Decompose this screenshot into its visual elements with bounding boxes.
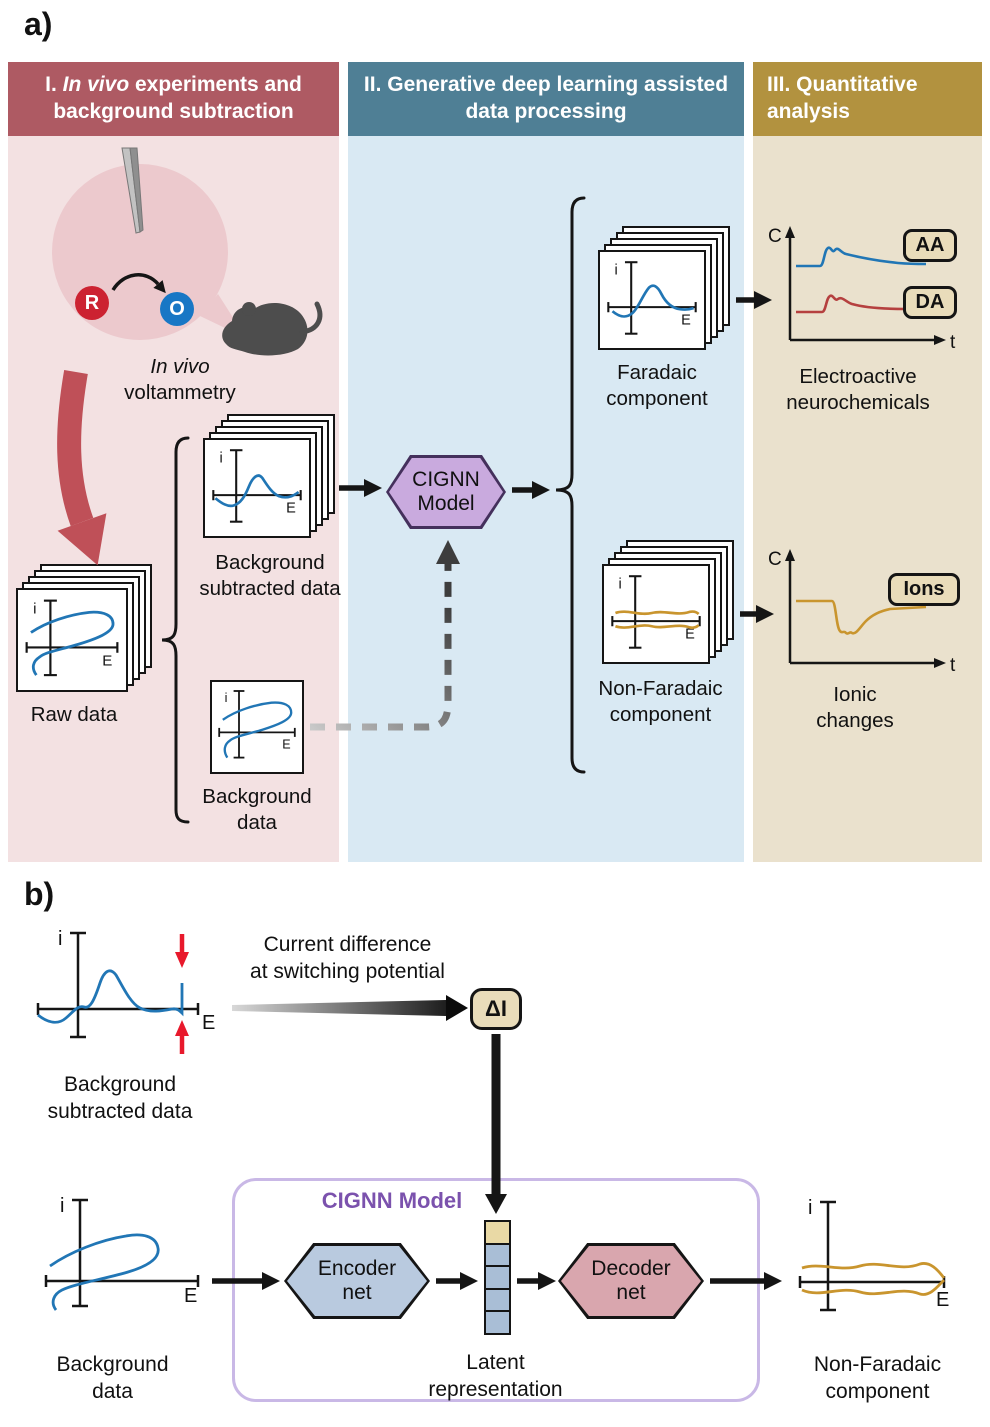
ionic-time-plot: C t xyxy=(768,549,956,676)
i-axis-label: i xyxy=(58,928,62,950)
t-axis-arrowhead xyxy=(934,658,946,668)
bg-subtracted-curve xyxy=(37,969,184,1024)
bg-data-plot: i E xyxy=(210,680,304,774)
decoder-text: Decoder net xyxy=(591,1256,671,1304)
decoder-hexagon: Decoder net xyxy=(558,1243,704,1319)
bg-subtracted-plot-stack: i E xyxy=(203,414,335,538)
faradaic-plot-stack: i E xyxy=(598,226,730,350)
b-bg-data-plot: i E xyxy=(44,1195,200,1311)
plot-axes xyxy=(212,449,302,523)
t-axis-arrowhead xyxy=(934,335,946,345)
encoder-hexagon: Encoder net xyxy=(284,1243,430,1319)
i-axis-label: i xyxy=(33,601,36,618)
e-axis-label: E xyxy=(184,1285,197,1307)
t-axis-label: t xyxy=(950,655,956,676)
cv-curve xyxy=(222,701,293,759)
section-3-header: III. Quantitative analysis xyxy=(753,62,982,136)
c-axis-arrowhead xyxy=(785,549,795,561)
aa-trace xyxy=(796,246,927,268)
latent-label: Latent representation xyxy=(428,1351,563,1401)
i-axis-label: i xyxy=(619,577,622,593)
ionic-label: Ionic changes xyxy=(816,683,894,733)
section-2-header: II. Generative deep learning assisted da… xyxy=(348,62,744,136)
latent-cell xyxy=(484,1242,511,1268)
non-faradaic-plot-stack: i E xyxy=(602,540,734,664)
cv-curve xyxy=(49,1233,160,1311)
b-bg-data-label: Background data xyxy=(56,1353,169,1403)
e-axis-label: E xyxy=(286,501,296,517)
i-axis-label: i xyxy=(225,691,228,705)
neurochemicals-time-plot: C t xyxy=(768,226,956,353)
non-faradaic-lower-curve xyxy=(801,1279,945,1296)
plot-axes xyxy=(607,261,697,335)
section-1-header: I. In vivo experiments and background su… xyxy=(8,62,339,136)
e-axis-label: E xyxy=(102,653,112,670)
c-axis-arrowhead xyxy=(785,226,795,238)
cignn-model-hexagon: CIGNN Model xyxy=(386,455,506,529)
latent-cell-delta xyxy=(484,1220,511,1245)
da-trace xyxy=(796,294,926,314)
t-axis-label: t xyxy=(950,332,956,353)
e-axis-label: E xyxy=(282,738,290,752)
raw-data-plot: i E xyxy=(25,599,119,677)
electroactive-label: Electroactive neurochemicals xyxy=(786,365,930,415)
non-faradaic-label: Non-Faradaic component xyxy=(598,677,723,727)
plot-axes xyxy=(788,236,936,342)
i-axis-label: i xyxy=(220,451,223,467)
bg-subtracted-plot: i E xyxy=(212,449,302,523)
latent-representation xyxy=(484,1220,511,1335)
non-faradaic-lower-curve xyxy=(614,624,700,630)
faradaic-plot: i E xyxy=(607,261,697,335)
b-bg-subtracted-label: Background subtracted data xyxy=(47,1073,193,1123)
cv-curve xyxy=(30,610,115,676)
non-faradaic-upper-curve xyxy=(614,610,700,616)
latent-cell xyxy=(484,1265,511,1290)
c-axis-label: C xyxy=(768,549,782,570)
ions-badge: Ions xyxy=(888,573,960,606)
redox-o-badge: O xyxy=(160,292,194,326)
i-axis-label: i xyxy=(808,1197,812,1219)
b-output-label: Non-Faradaic component xyxy=(813,1353,942,1403)
cignn-model-title: CIGNN Model xyxy=(321,1188,463,1213)
e-axis-label: E xyxy=(681,313,691,329)
faradaic-label: Faradaic component xyxy=(606,361,708,411)
delta-i-badge: ΔI xyxy=(470,988,522,1030)
panel-b-label: b) xyxy=(24,876,55,912)
plot-axes xyxy=(788,559,936,665)
latent-cell xyxy=(484,1287,511,1313)
latent-cell xyxy=(484,1310,511,1335)
redox-r-badge: R xyxy=(75,286,109,320)
section-3-panel: III. Quantitative analysis xyxy=(753,62,982,862)
bg-data-label: Background data xyxy=(202,785,312,835)
c-axis-label: C xyxy=(768,226,782,247)
cignn-model-text: CIGNN Model xyxy=(412,467,480,515)
plot-axes xyxy=(44,1198,200,1308)
da-badge: DA xyxy=(903,286,957,319)
e-axis-label: E xyxy=(202,1012,215,1034)
in-vivo-voltammetry-label: In vivo voltammetry xyxy=(124,355,236,405)
b-bg-subtracted-plot: i E xyxy=(36,928,215,1039)
non-faradaic-upper-curve xyxy=(801,1262,946,1279)
raw-data-plot-stack: i E xyxy=(16,564,152,692)
faradaic-curve xyxy=(611,284,695,318)
b-output-plot: i E xyxy=(798,1197,949,1312)
ions-trace xyxy=(796,599,927,635)
raw-data-label: Raw data xyxy=(30,703,118,726)
i-axis-label: i xyxy=(615,263,618,279)
section-1-header-text: I. In vivo experiments and background su… xyxy=(45,73,302,123)
e-axis-label: E xyxy=(936,1289,949,1311)
non-faradaic-plot: i E xyxy=(611,575,701,649)
i-axis-label: i xyxy=(60,1195,64,1217)
gradient-arrow-to-delta-i xyxy=(232,995,468,1021)
e-axis-label: E xyxy=(685,627,695,643)
current-difference-label: Current difference at switching potentia… xyxy=(250,933,445,983)
panel-a-label: a) xyxy=(24,6,53,42)
encoder-text: Encoder net xyxy=(317,1256,397,1304)
bg-subtracted-curve xyxy=(214,474,300,508)
bg-subtracted-label: Background subtracted data xyxy=(199,551,341,601)
aa-badge: AA xyxy=(903,229,957,262)
